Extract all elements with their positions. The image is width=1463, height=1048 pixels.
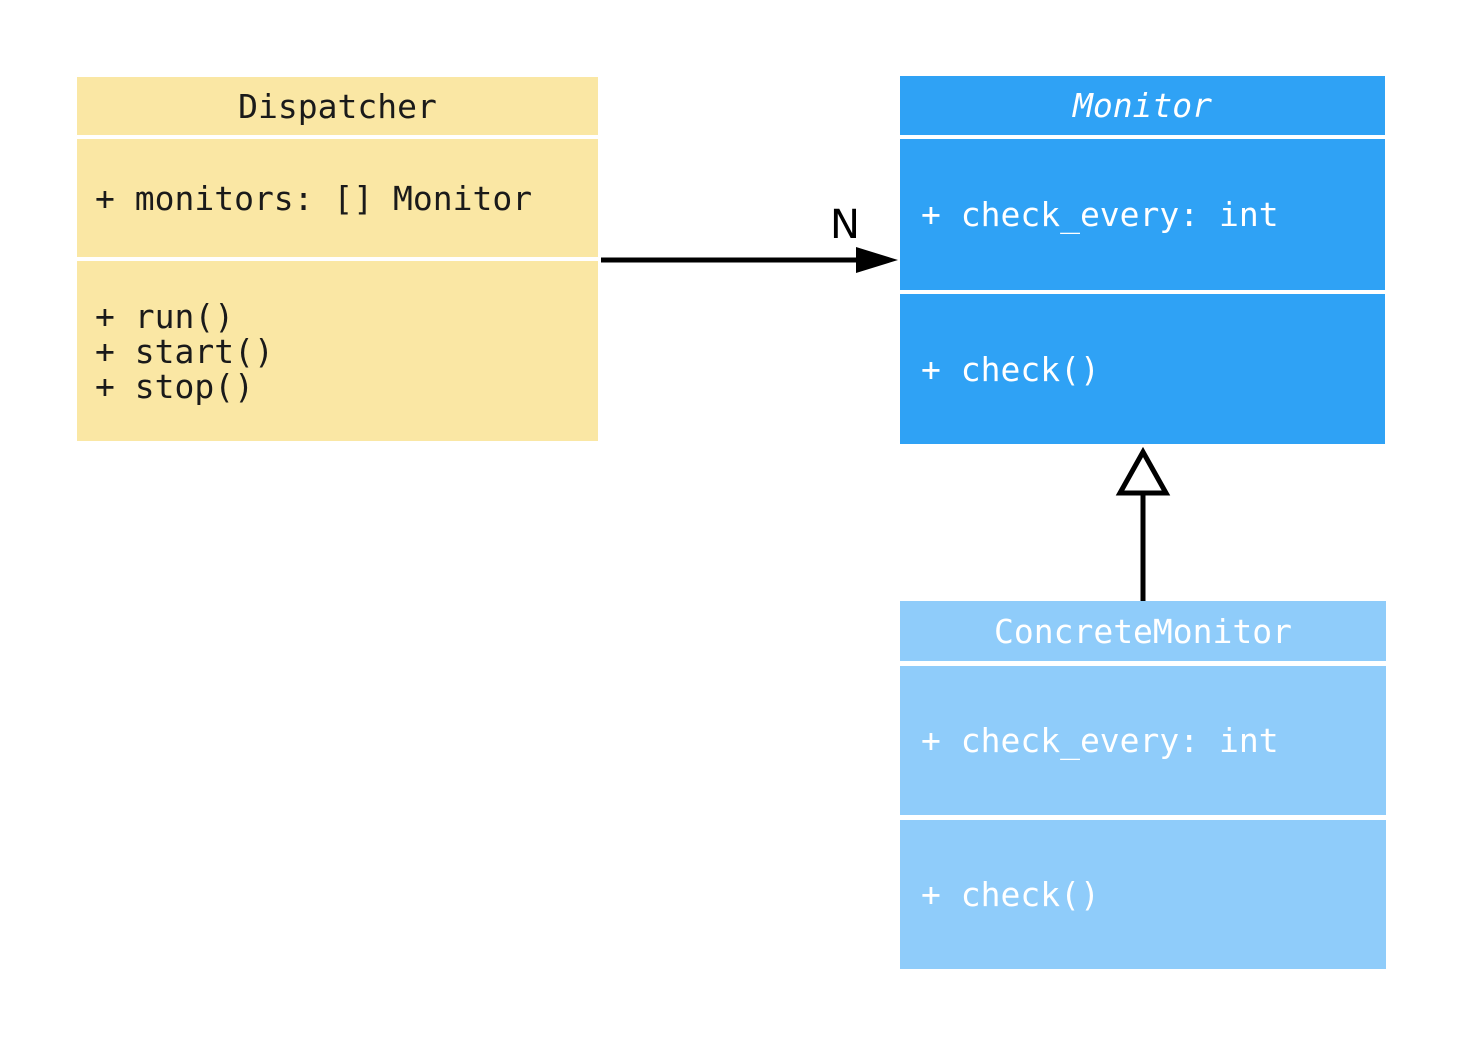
dispatcher-attributes-compartment: + monitors: [] Monitor (77, 139, 598, 257)
concrete-monitor-methods-compartment: + check() (900, 820, 1386, 969)
dispatcher-attribute: + monitors: [] Monitor (95, 178, 533, 218)
monitor-attributes-compartment: + check_every: int (900, 139, 1385, 290)
monitor-class-title: Monitor (900, 76, 1385, 135)
class-box-concrete-monitor: ConcreteMonitor + check_every: int + che… (900, 601, 1386, 969)
concrete-monitor-class-title: ConcreteMonitor (900, 601, 1386, 661)
dispatcher-method: + stop() (95, 366, 254, 406)
concrete-monitor-method: + check() (921, 875, 1100, 914)
association-arrow-icon (601, 247, 898, 273)
class-box-dispatcher: Dispatcher + monitors: [] Monitor + run(… (77, 77, 598, 441)
monitor-methods-compartment: + check() (900, 294, 1385, 444)
dispatcher-class-title: Dispatcher (77, 77, 598, 135)
monitor-attribute: + check_every: int (921, 195, 1279, 234)
concrete-monitor-attributes-compartment: + check_every: int (900, 666, 1386, 815)
dispatcher-methods-compartment: + run() + start() + stop() (77, 261, 598, 441)
inheritance-arrow-icon (1115, 446, 1171, 601)
dispatcher-method: + start() (95, 331, 274, 371)
concrete-monitor-attribute: + check_every: int (921, 721, 1279, 760)
class-box-monitor: Monitor + check_every: int + check() (900, 76, 1385, 444)
dispatcher-method: + run() (95, 296, 235, 336)
association-multiplicity-label: N (830, 202, 860, 248)
monitor-method: + check() (921, 349, 1100, 389)
